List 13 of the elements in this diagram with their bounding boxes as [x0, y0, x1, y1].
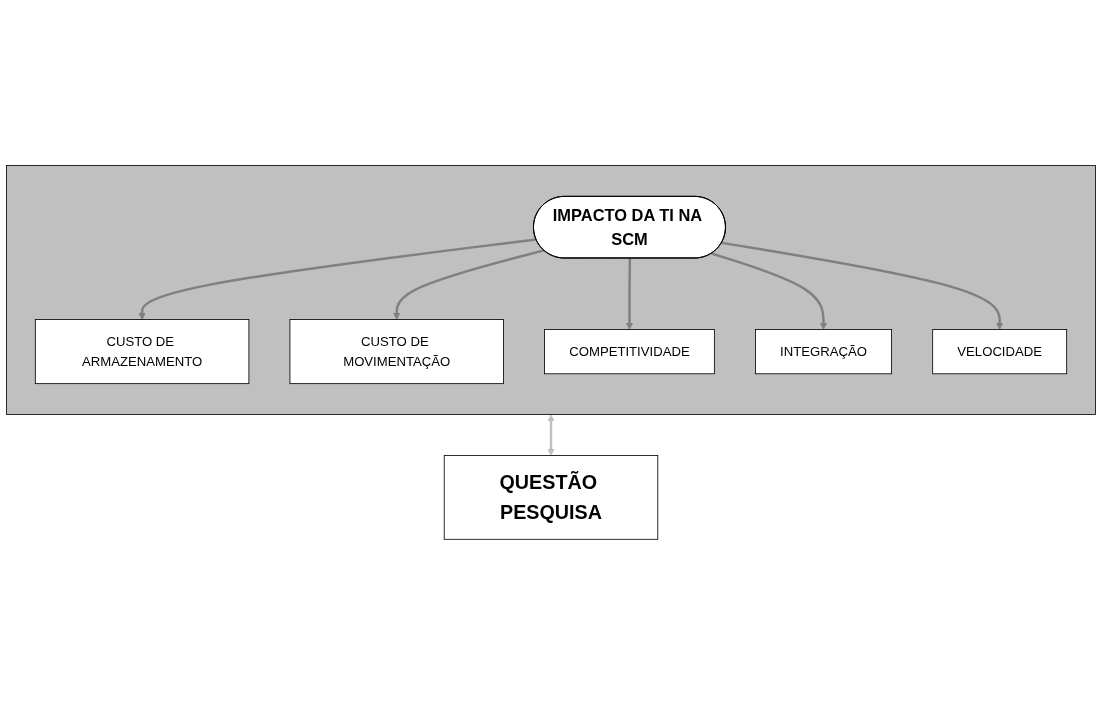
node-box: COMPETITIVIDADE	[544, 328, 715, 374]
arrow	[711, 251, 828, 330]
arrow	[138, 237, 537, 320]
node-box: INTEGRAÇÃO	[755, 328, 892, 374]
node-box: QUESTÃO PESQUISA	[443, 454, 659, 540]
node-box: CUSTO DE MOVIMENTAÇÃO	[289, 318, 504, 384]
arrow	[393, 248, 545, 320]
node-box: CUSTO DE ARMAZENAMENTO	[34, 318, 250, 384]
node-box: VELOCIDADE	[932, 328, 1068, 374]
cluster	[6, 164, 1096, 415]
arrow	[547, 414, 555, 456]
arrow	[625, 257, 634, 330]
arrow	[721, 241, 1004, 330]
